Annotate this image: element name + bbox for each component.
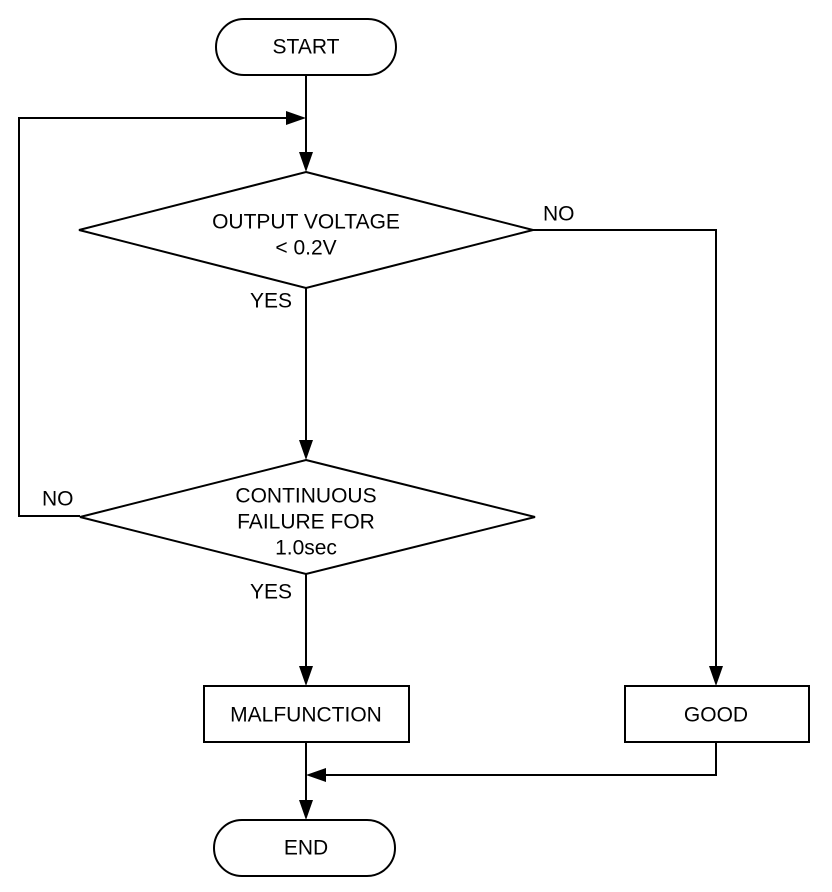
decision2-label-line1: CONTINUOUS [235,485,376,508]
decision-output-voltage: OUTPUT VOLTAGE < 0.2V [78,170,534,290]
connector-good-to-end [326,742,717,776]
connector-loop-back [18,117,286,517]
decision1-label-line2: < 0.2V [275,237,336,260]
malfunction-shape [203,685,410,743]
decision1-no-label: NO [543,203,575,226]
malfunction-process: MALFUNCTION [203,685,410,743]
decision2-label-line3: 1.0sec [275,537,337,560]
arrowhead-decision2-in [299,440,313,460]
decision2-label-line2: FAILURE FOR [237,511,375,534]
good-shape [624,685,810,743]
end-shape [213,819,396,877]
decision2-no-label: NO [42,488,74,511]
arrowhead-decision1-in [299,152,313,172]
start-terminator: START [215,18,397,76]
arrowhead-merge [306,768,326,782]
decision1-label-line1: OUTPUT VOLTAGE [212,211,400,234]
decision2-yes-label: YES [250,581,292,604]
end-terminator: END [213,819,396,877]
arrowhead-loop-back [286,111,306,125]
decision-continuous-failure: CONTINUOUS FAILURE FOR 1.0sec [79,458,536,576]
arrowhead-good-in [709,666,723,686]
arrowhead-end-in [299,800,313,820]
start-label: START [273,36,340,59]
malfunction-label: MALFUNCTION [230,704,382,727]
decision1-yes-label: YES [250,290,292,313]
good-label: GOOD [684,704,748,727]
good-process: GOOD [624,685,810,743]
end-label: END [284,837,328,860]
connector-decision1-no [533,229,717,666]
arrowhead-malfunction-in [299,666,313,686]
